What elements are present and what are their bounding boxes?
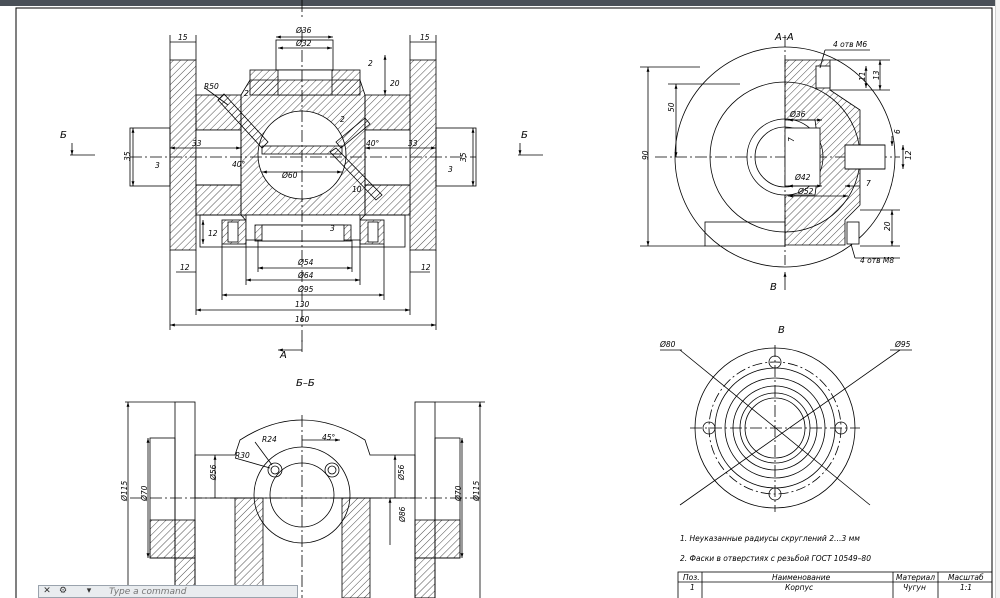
dim-45deg: 45° bbox=[322, 433, 336, 442]
dim-13: 13 bbox=[872, 70, 881, 80]
dim-11: 11 bbox=[858, 71, 867, 81]
dim-r24: R24 bbox=[262, 435, 277, 444]
front-section-view bbox=[70, 0, 543, 352]
note-2: 2. Фаски в отверстиях с резьбой ГОСТ 105… bbox=[680, 554, 871, 563]
dim-6: 6 bbox=[893, 129, 902, 134]
dim-3-left: 3 bbox=[155, 161, 160, 170]
dim-d32: Ø32 bbox=[295, 39, 312, 48]
section-label-a: А bbox=[279, 350, 287, 361]
view-aa-title: А–А bbox=[774, 32, 794, 43]
tb-val-pos: 1 bbox=[690, 583, 695, 592]
dim-aa-d36: Ø36 bbox=[789, 110, 806, 119]
dim-d70-right: Ø70 bbox=[454, 485, 463, 502]
dim-d56-left: Ø56 bbox=[209, 464, 218, 481]
dim-2-top: 2 bbox=[368, 59, 373, 68]
dim-10: 10 bbox=[352, 185, 362, 194]
dim-90: 90 bbox=[641, 150, 650, 160]
command-input[interactable] bbox=[109, 586, 295, 597]
view-bb-title: Б–Б bbox=[296, 378, 315, 389]
dim-d64: Ø64 bbox=[297, 271, 314, 280]
tb-val-name: Корпус bbox=[785, 583, 814, 592]
dim-d115-right: Ø115 bbox=[472, 481, 481, 502]
view-b-title: В bbox=[778, 325, 785, 336]
dim-d54: Ø54 bbox=[297, 258, 314, 267]
dim-d70-left: Ø70 bbox=[140, 485, 149, 502]
tb-col-name: Наименование bbox=[772, 573, 831, 582]
dim-aa-7-inner: 7 bbox=[787, 137, 796, 142]
section-label-b-left: Б bbox=[60, 130, 67, 141]
side-section-view bbox=[640, 35, 905, 290]
view-b-arrow-label: В bbox=[770, 282, 777, 293]
dim-12: 12 bbox=[904, 150, 913, 160]
dim-r30: R30 bbox=[235, 451, 250, 460]
sheet-frame bbox=[15, 7, 993, 598]
tb-col-pos: Поз. bbox=[683, 573, 700, 582]
dim-d56-right: Ø56 bbox=[397, 464, 406, 481]
dim-v-d80: Ø80 bbox=[659, 340, 676, 349]
dim-40-right: 40° bbox=[366, 139, 380, 148]
dim-33-right: 33 bbox=[408, 139, 418, 148]
command-history-icon[interactable]: ▾ bbox=[86, 586, 92, 596]
dim-12-left: 12 bbox=[180, 263, 190, 272]
dim-35-right: 35 bbox=[459, 152, 468, 162]
dim-3-right: 3 bbox=[448, 165, 453, 174]
title-block bbox=[677, 571, 993, 598]
command-close-icon[interactable]: ✕ bbox=[43, 586, 51, 596]
dim-r50: R50 bbox=[204, 82, 219, 91]
right-scroll-edge[interactable] bbox=[995, 0, 1000, 598]
window-top-bar bbox=[0, 0, 1000, 6]
dim-d115-left: Ø115 bbox=[120, 481, 129, 502]
dim-d86: Ø86 bbox=[398, 506, 407, 523]
top-section-view bbox=[125, 401, 485, 598]
tb-val-material: Чугун bbox=[903, 583, 926, 592]
dim-15-right: 15 bbox=[420, 33, 430, 42]
dim-35-left: 35 bbox=[123, 151, 132, 161]
tb-val-scale: 1:1 bbox=[960, 583, 972, 592]
dim-20-top: 20 bbox=[390, 79, 400, 88]
dim-130: 130 bbox=[295, 300, 310, 309]
dim-3-bottom: 3 bbox=[330, 224, 335, 233]
dim-12-right: 12 bbox=[421, 263, 431, 272]
section-label-b-right: Б bbox=[521, 130, 528, 141]
dim-d42: Ø42 bbox=[794, 173, 811, 182]
command-line[interactable]: ✕ ⚙ ▾ bbox=[38, 585, 298, 598]
dim-2-small: 2 bbox=[244, 89, 249, 98]
holes-m8: 4 отв М8 bbox=[860, 256, 894, 265]
dim-d95: Ø95 bbox=[297, 285, 314, 294]
dim-d52: Ø52 bbox=[797, 187, 814, 196]
dim-d60: Ø60 bbox=[281, 171, 298, 180]
dim-12-side: 12 bbox=[208, 229, 218, 238]
flange-view bbox=[660, 345, 912, 512]
dim-15-left: 15 bbox=[178, 33, 188, 42]
dim-20: 20 bbox=[883, 221, 892, 231]
note-1: 1. Неуказанные радиусы скруглений 2…3 мм bbox=[680, 534, 860, 543]
dim-d36: Ø36 bbox=[295, 26, 312, 35]
dim-40-left: 40° bbox=[232, 160, 246, 169]
dim-33-left: 33 bbox=[192, 139, 202, 148]
dim-2-mid: 2 bbox=[340, 115, 345, 124]
dim-7: 7 bbox=[866, 179, 871, 188]
dim-50: 50 bbox=[667, 102, 676, 112]
command-settings-icon[interactable]: ⚙ bbox=[58, 586, 68, 596]
dim-v-d95: Ø95 bbox=[894, 340, 911, 349]
holes-m6: 4 отв М6 bbox=[833, 40, 867, 49]
tb-col-material: Материал bbox=[896, 573, 935, 582]
dim-160: 160 bbox=[295, 315, 310, 324]
tb-col-scale: Масштаб bbox=[948, 573, 984, 582]
